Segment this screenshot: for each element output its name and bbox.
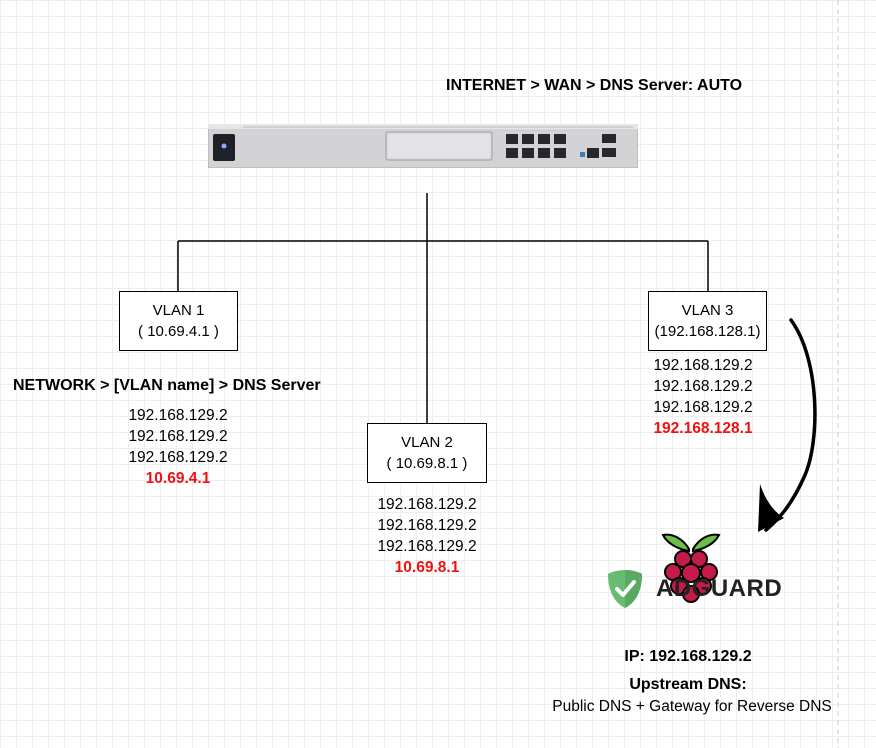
network-dns-label: NETWORK > [VLAN name] > DNS Server: [13, 377, 321, 394]
flow-arrow-head: [758, 484, 784, 532]
vlan1-gateway-dns: 10.69.4.1: [145, 470, 211, 487]
vlan1-name: VLAN 1: [152, 302, 205, 319]
upstream-dns-title: Upstream DNS:: [629, 676, 747, 693]
adguard-brand: ADGUARD: [656, 575, 783, 602]
adguard-shield-icon: [608, 570, 642, 608]
unifi-dream-machine-icon: [208, 124, 638, 168]
vlan3-gateway-dns: 192.168.128.1: [653, 420, 753, 437]
vlan2-gateway-dns: 10.69.8.1: [394, 559, 460, 576]
vlan1-dns-2: 192.168.129.2: [128, 428, 228, 445]
raspberry-pi-icon: [661, 533, 721, 603]
vlan1-dns-3: 192.168.129.2: [128, 449, 228, 466]
flow-arrow-curve: [764, 318, 817, 532]
vlan3-name: VLAN 3: [681, 302, 734, 319]
vlan1-dns-list: 192.168.129.2 192.168.129.2 192.168.129.…: [108, 405, 248, 489]
upstream-dns-description: Public DNS + Gateway for Reverse DNS: [552, 698, 832, 715]
vlan2-dns-list: 192.168.129.2 192.168.129.2 192.168.129.…: [357, 494, 497, 578]
vlan2-box: VLAN 2 ( 10.69.8.1 ): [367, 423, 487, 483]
vlan1-dns-1: 192.168.129.2: [128, 407, 228, 424]
vlan2-ip: ( 10.69.8.1 ): [386, 455, 468, 472]
vlan2-dns-1: 192.168.129.2: [377, 496, 477, 513]
vlan3-dns-3: 192.168.129.2: [653, 399, 753, 416]
vlan3-ip: (192.168.128.1): [654, 323, 761, 340]
vlan3-dns-list: 192.168.129.2 192.168.129.2 192.168.129.…: [633, 355, 773, 439]
vlan2-dns-3: 192.168.129.2: [377, 538, 477, 555]
vlan2-name: VLAN 2: [401, 434, 453, 451]
vlan3-dns-2: 192.168.129.2: [653, 378, 753, 395]
vlan1-ip: ( 10.69.4.1 ): [138, 323, 219, 340]
vlan3-box: VLAN 3 (192.168.128.1): [648, 291, 767, 351]
vlan3-dns-1: 192.168.129.2: [653, 357, 753, 374]
vlan2-dns-2: 192.168.129.2: [377, 517, 477, 534]
vlan1-box: VLAN 1 ( 10.69.4.1 ): [119, 291, 238, 351]
adguard-ip: IP: 192.168.129.2: [624, 648, 752, 665]
wan-dns-label: INTERNET > WAN > DNS Server: AUTO: [446, 77, 743, 94]
